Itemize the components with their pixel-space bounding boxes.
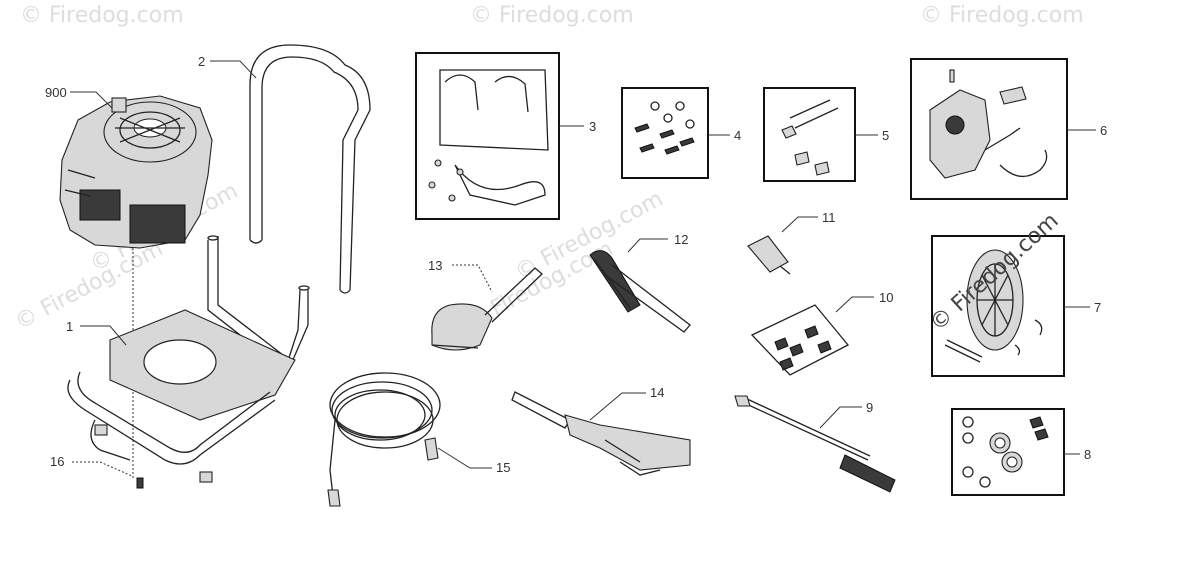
part-hardware [634, 101, 695, 155]
part-box-5[interactable] [763, 87, 856, 182]
callout-16: 16 [50, 454, 64, 469]
callout-900: 900 [45, 85, 67, 100]
part-pump [929, 69, 1048, 179]
part-box-7[interactable] [931, 235, 1065, 377]
part-bracket [428, 69, 549, 206]
part-box-3[interactable] [415, 52, 560, 220]
part-hose[interactable] [327, 372, 441, 507]
callout-12: 12 [674, 232, 688, 247]
part-wand[interactable] [734, 395, 896, 493]
part-frame[interactable] [67, 235, 310, 483]
callout-15: 15 [496, 460, 510, 475]
part-box-4[interactable] [621, 87, 709, 179]
callout-14: 14 [650, 385, 664, 400]
callout-2: 2 [198, 54, 205, 69]
part-box-8[interactable] [951, 408, 1065, 496]
callout-10: 10 [879, 290, 893, 305]
part-box-6[interactable] [910, 58, 1068, 200]
part-bearings [962, 416, 1049, 488]
callout-11: 11 [822, 210, 836, 225]
part-screw[interactable] [136, 477, 144, 489]
callout-13: 13 [428, 258, 442, 273]
callout-4: 4 [734, 128, 741, 143]
part-engine[interactable] [59, 95, 213, 249]
callout-8: 8 [1084, 447, 1091, 462]
callout-7: 7 [1094, 300, 1101, 315]
part-nozzle-set[interactable] [750, 304, 850, 376]
part-scrub-brush[interactable] [589, 250, 691, 333]
watermark-text: © Firedog.com [920, 3, 1084, 28]
part-spray-gun[interactable] [511, 391, 691, 476]
watermark-text: © Firedog.com [20, 3, 184, 28]
part-handle[interactable] [249, 44, 371, 294]
callout-1: 1 [66, 319, 73, 334]
part-rotating-brush[interactable] [431, 267, 543, 351]
part-bolts [781, 99, 839, 176]
part-wheel [944, 249, 1043, 363]
callout-6: 6 [1100, 123, 1107, 138]
part-nozzle[interactable] [747, 235, 791, 275]
callout-3: 3 [589, 119, 596, 134]
watermark-text: © Firedog.com [470, 3, 634, 28]
callout-5: 5 [882, 128, 889, 143]
callout-9: 9 [866, 400, 873, 415]
